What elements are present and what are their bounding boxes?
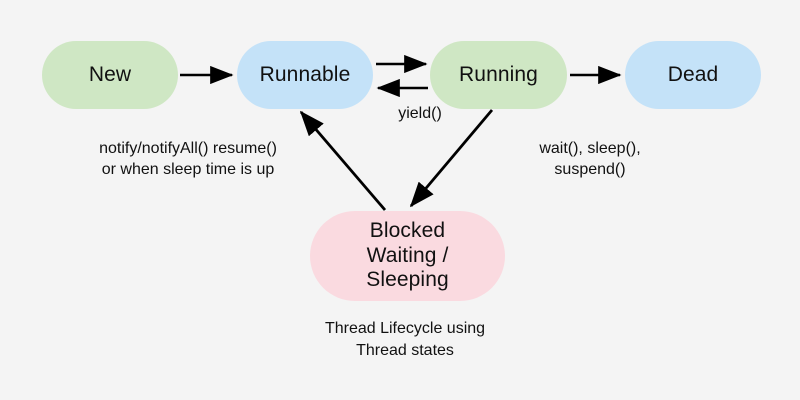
state-node-blocked[interactable]: Blocked Waiting / Sleeping (310, 211, 505, 301)
edge-label-notify-line2: or when sleep time is up (101, 160, 275, 178)
state-node-new-label: New (88, 63, 132, 87)
state-node-runnable[interactable]: Runnable (237, 41, 373, 109)
edge-label-wait-sleep-suspend: wait(), sleep(), suspend() (500, 139, 680, 181)
diagram-caption-line1: Thread Lifecycle using (324, 320, 486, 337)
diagram-caption-line2: Thread states (356, 341, 454, 359)
state-node-blocked-label-line3: Sleeping (366, 268, 449, 292)
edge-label-wait-line2: suspend() (554, 160, 626, 178)
state-node-running[interactable]: Running (430, 41, 567, 109)
state-node-blocked-label-line2: Waiting / (366, 243, 449, 267)
edge-label-wait-line1: wait(), sleep(), (539, 140, 641, 157)
edge-label-notify-resume: notify/notifyAll() resume() or when slee… (50, 139, 326, 181)
edge-label-yield-text: yield() (398, 105, 442, 122)
state-node-runnable-label: Runnable (259, 63, 351, 87)
state-node-new[interactable]: New (42, 41, 178, 109)
edge-label-yield: yield() (372, 104, 468, 125)
state-node-dead-label: Dead (667, 63, 719, 87)
diagram-caption: Thread Lifecycle using Thread states (280, 318, 530, 361)
state-node-running-label: Running (459, 63, 538, 87)
state-node-blocked-label-line1: Blocked (369, 218, 446, 242)
edge-label-notify-line1: notify/notifyAll() resume() (99, 140, 277, 157)
state-node-dead[interactable]: Dead (625, 41, 761, 109)
